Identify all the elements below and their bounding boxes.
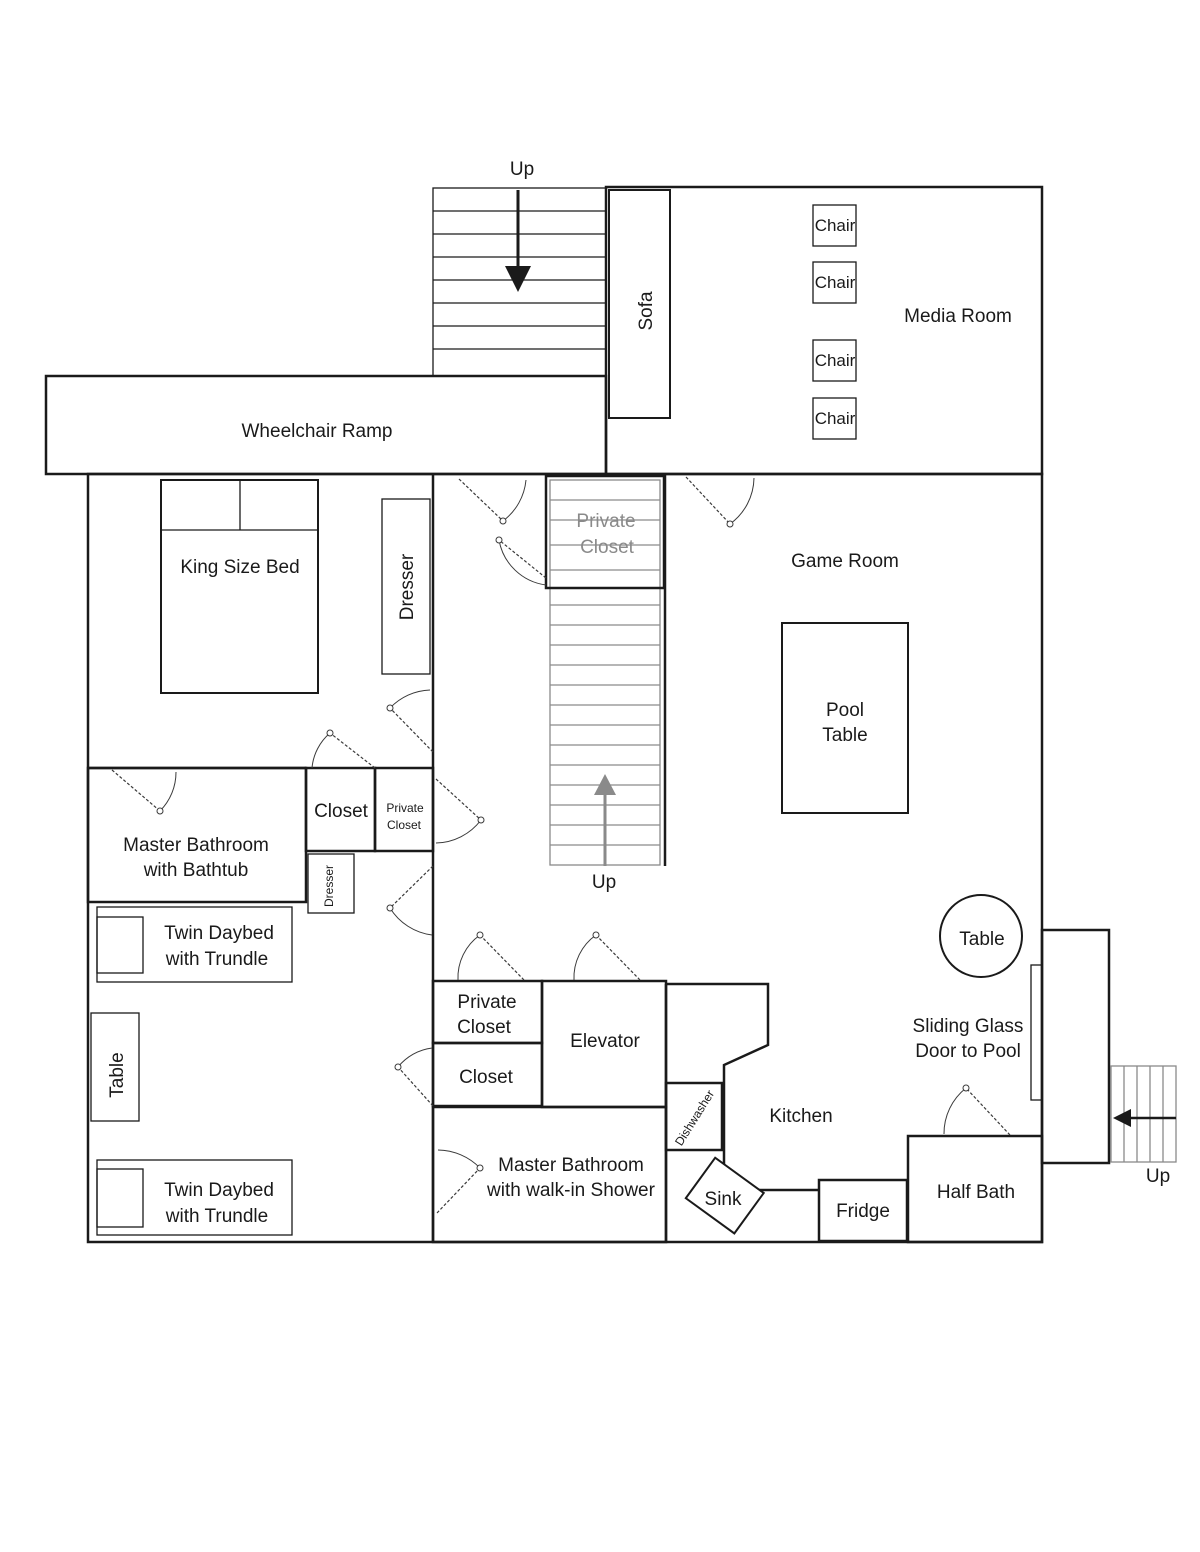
door-elevator[interactable] (573, 931, 641, 981)
private-closet-bottom-label-2: Closet (457, 1017, 512, 1038)
door-master-bath-shower[interactable] (436, 1149, 484, 1214)
table-round-label: Table (959, 929, 1004, 950)
sink-label: Sink (705, 1189, 742, 1210)
door-bedroom-1[interactable] (386, 689, 434, 753)
twin-daybed-2-label-2: with Trundle (165, 1206, 268, 1227)
up-label-top: Up (510, 159, 534, 180)
dresser-small (307, 853, 355, 914)
master-bath-shower-label-1: Master Bathroom (498, 1155, 644, 1176)
chair-3-label: Chair (815, 351, 856, 370)
door-private-closet-bottom[interactable] (457, 931, 525, 981)
private-closet-small-label-2: Closet (387, 818, 422, 832)
chair-4 (812, 397, 857, 440)
up-label-right: Up (1146, 1166, 1170, 1187)
pool-table-label-2: Table (822, 725, 867, 746)
up-label-middle: Up (592, 872, 616, 893)
twin-daybed-1-label-2: with Trundle (165, 949, 268, 970)
private-closet-small (373, 766, 435, 853)
sofa-label: Sofa (636, 291, 657, 331)
door-private-closet-small[interactable] (435, 778, 485, 844)
half-bath-label: Half Bath (937, 1182, 1015, 1203)
table-round (939, 894, 1023, 978)
kitchen-counter (666, 982, 819, 1192)
half-bath (906, 1134, 1044, 1244)
twin-daybed-1 (96, 906, 293, 983)
door-game-room-left[interactable] (458, 478, 527, 525)
right-stairs (1110, 1065, 1177, 1163)
twin-daybed-2-label-1: Twin Daybed (164, 1180, 274, 1201)
door-master-bath-tub[interactable] (111, 769, 177, 815)
private-closet-small-label-1: Private (386, 801, 424, 815)
dishwasher-label: Dishwasher (672, 1088, 717, 1149)
door-closet-small[interactable] (311, 729, 376, 769)
up-arrow-middle-icon (594, 774, 616, 866)
up-arrow-top-icon (505, 190, 531, 292)
sliding-door-label-1: Sliding Glass (913, 1016, 1024, 1037)
private-closet-top-label-2: Closet (580, 537, 635, 558)
kitchen-label: Kitchen (769, 1106, 832, 1127)
king-bed-label: King Size Bed (180, 557, 299, 578)
media-room-label: Media Room (904, 306, 1012, 327)
door-bedroom-2[interactable] (386, 865, 434, 936)
master-bathroom-tub (86, 766, 308, 904)
chair-4-label: Chair (815, 409, 856, 428)
door-private-closet-top[interactable] (495, 536, 547, 586)
chair-1 (812, 204, 857, 247)
pool-table (781, 622, 909, 814)
sofa (608, 189, 671, 419)
closet-bottom-label: Closet (459, 1067, 514, 1088)
sink (684, 1156, 766, 1235)
door-closet-bottom[interactable] (394, 1047, 434, 1107)
middle-stair-treads (550, 499, 660, 846)
chair-2 (812, 261, 857, 304)
private-closet-bottom-label-1: Private (457, 992, 516, 1013)
table-left-label: Table (107, 1052, 128, 1097)
up-arrow-right-icon (1113, 1109, 1176, 1127)
sliding-glass-door (1040, 928, 1111, 1165)
door-half-bath[interactable] (943, 1084, 1011, 1136)
dresser-main-label: Dresser (397, 553, 418, 620)
dresser-small-label: Dresser (322, 865, 336, 907)
chair-2-label: Chair (815, 273, 856, 292)
dresser-main (381, 498, 431, 675)
wheelchair-ramp-label: Wheelchair Ramp (242, 421, 393, 442)
chair-1-label: Chair (815, 216, 856, 235)
pool-table-label-1: Pool (826, 700, 864, 721)
private-closet-top (544, 474, 666, 590)
sliding-door-label-2: Door to Pool (915, 1041, 1021, 1062)
fridge-label: Fridge (836, 1201, 890, 1222)
master-bath-tub-label-2: with Bathtub (143, 860, 249, 881)
dishwasher (664, 1081, 724, 1152)
door-game-room-top[interactable] (685, 476, 755, 528)
table-left (90, 1012, 140, 1122)
game-room-label: Game Room (791, 551, 899, 572)
twin-daybed-1-label-1: Twin Daybed (164, 923, 274, 944)
chair-3 (812, 339, 857, 382)
closet-small-label: Closet (314, 801, 369, 822)
elevator-label: Elevator (570, 1031, 640, 1052)
private-closet-top-label-1: Private (576, 511, 635, 532)
master-bath-shower-label-2: with walk-in Shower (486, 1180, 656, 1201)
master-bath-tub-label-1: Master Bathroom (123, 835, 269, 856)
